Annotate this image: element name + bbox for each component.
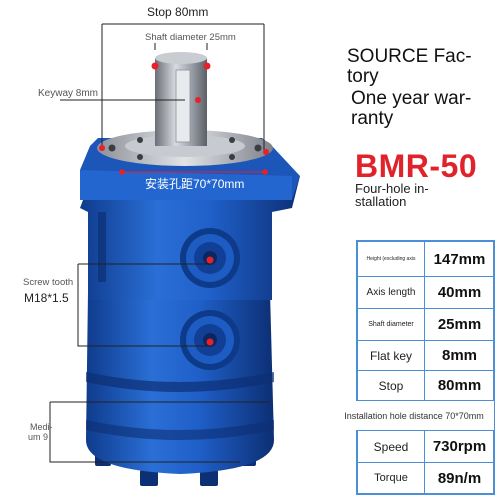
spec-label: Axis length <box>358 277 425 308</box>
spec-label: Height (excluding axis <box>358 242 425 276</box>
spec-value: 25mm <box>437 316 482 333</box>
shaft-diameter-label: Shaft diameter 25mm <box>144 32 237 43</box>
spec-table: Height (excluding axis 147mm Axis length… <box>334 240 495 495</box>
screw-size-label: M18*1.5 <box>24 291 69 305</box>
spec-label: Shaft diameter <box>358 309 425 340</box>
spec-value: 730rpm <box>432 438 487 455</box>
spec-value: 40mm <box>437 284 482 301</box>
spec-value: 89n/m <box>437 469 482 487</box>
medium-label-line1: Medi- <box>30 422 53 432</box>
spec-value: 147mm <box>433 250 486 268</box>
medium-label-line2: um 9 <box>28 432 49 442</box>
spec-row-axis-length: Axis length 40mm <box>358 277 493 309</box>
warranty-text: One year war- ranty <box>351 88 472 129</box>
spec-row-height: Height (excluding axis 147mm <box>358 242 493 277</box>
keyway-slot <box>175 69 191 143</box>
spec-row-stop: Stop 80mm <box>358 371 493 401</box>
mount-hole-label: 安装孔距70*70mm <box>145 177 245 191</box>
spec-value: 80mm <box>437 377 482 394</box>
screw-tooth-label: Screw tooth <box>23 277 74 288</box>
source-factory-text: SOURCE Fac- tory <box>347 46 472 87</box>
stop-dimension-label: Stop 80mm <box>147 5 209 19</box>
model-name: BMR-50 <box>355 148 478 184</box>
spec-label: Flat key <box>358 341 425 370</box>
spec-row-flat-key: Flat key 8mm <box>358 341 493 371</box>
spec-label: Stop <box>358 371 425 400</box>
spec-row-shaft-diameter: Shaft diameter 25mm <box>358 309 493 341</box>
spec-label: Torque <box>358 463 425 493</box>
keyway-label: Keyway 8mm <box>38 88 99 99</box>
hydraulic-motor-illustration <box>49 23 300 486</box>
spec-row-speed: Speed 730rpm <box>358 431 493 463</box>
spec-label: Installation hole distance 70*70mm <box>334 401 494 430</box>
spec-row-install-hole: Installation hole distance 70*70mm <box>334 401 494 431</box>
spec-value: 8mm <box>441 347 478 364</box>
spec-label: Speed <box>358 431 425 462</box>
installation-type-text: Four-hole in- stallation <box>355 181 429 209</box>
spec-row-torque: Torque 89n/m <box>358 463 493 493</box>
